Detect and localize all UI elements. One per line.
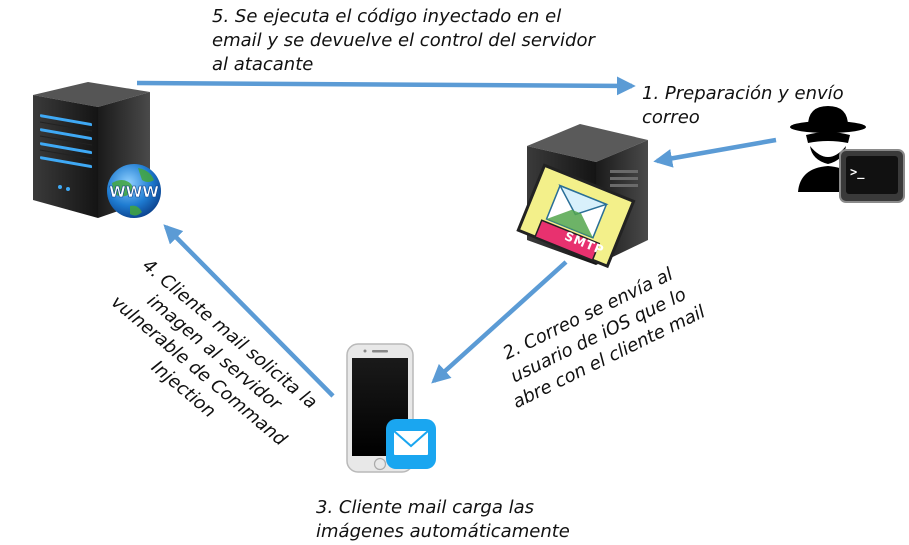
terminal-icon xyxy=(839,149,905,203)
step1-line1: 1. Preparación y envío xyxy=(642,83,844,104)
arrow-server-to-attacker xyxy=(136,76,636,96)
mail-icon xyxy=(386,419,436,469)
step5-line2: email y se devuelve el control del servi… xyxy=(212,30,595,51)
arrow-phone-to-server xyxy=(163,224,335,398)
globe-icon xyxy=(107,164,161,218)
server-icon xyxy=(33,82,150,218)
arrow-smtp-to-phone xyxy=(431,260,568,384)
step3-line2: imágenes automáticamente xyxy=(316,521,570,542)
step1-label: 1. Preparación y envío correo xyxy=(642,82,844,130)
step3-line1: 3. Cliente mail carga las xyxy=(316,497,535,518)
step3-label: 3. Cliente mail carga las imágenes autom… xyxy=(316,496,570,544)
step5-line3: al atacante xyxy=(212,54,314,75)
email-envelope-icon xyxy=(516,163,636,269)
terminal-prompt: >_ xyxy=(850,165,865,180)
arrow-attacker-to-smtp xyxy=(653,137,777,168)
step5-label: 5. Se ejecuta el código inyectado en el … xyxy=(212,5,595,77)
step1-line2: correo xyxy=(642,107,700,128)
www-badge: WWW xyxy=(109,183,159,201)
step5-line1: 5. Se ejecuta el código inyectado en el xyxy=(212,6,562,27)
